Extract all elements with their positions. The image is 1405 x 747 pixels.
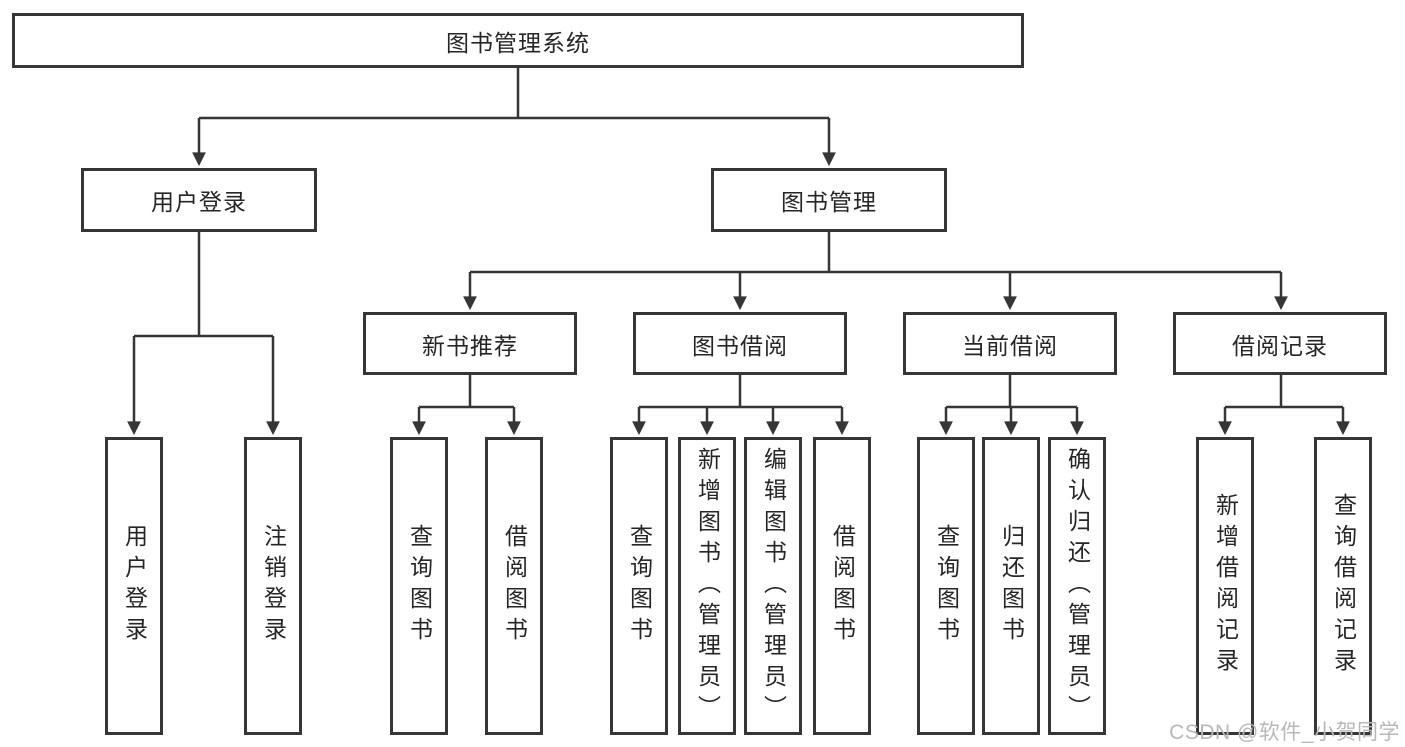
leaf-bookborrow-borrow-books-label: 借阅图书 — [829, 524, 856, 648]
leaf-bookborrow-add-books-admin: 新增图书（管理员） — [678, 437, 736, 735]
leaf-newbook-query-books-label: 查询图书 — [406, 524, 433, 648]
leaf-bookborrow-borrow-books: 借阅图书 — [813, 437, 871, 735]
leaf-newbook-borrow-books-label: 借阅图书 — [501, 524, 528, 648]
leaf-current-confirm-return-admin-label: 确认归还（管理员） — [1064, 446, 1091, 726]
leaf-newbook-query-books: 查询图书 — [390, 437, 448, 735]
leaf-logout-label: 注销登录 — [260, 524, 287, 648]
node-user-login-label: 用户登录 — [151, 189, 247, 215]
leaf-current-query-books: 查询图书 — [917, 437, 975, 735]
leaf-user-login: 用户登录 — [105, 437, 163, 735]
leaf-records-add-borrow-record-label: 新增借阅记录 — [1212, 493, 1239, 679]
leaf-bookborrow-query-books-label: 查询图书 — [626, 524, 653, 648]
node-root: 图书管理系统 — [12, 13, 1024, 68]
node-user-login: 用户登录 — [81, 168, 317, 232]
node-new-book-recommend-label: 新书推荐 — [422, 332, 518, 359]
leaf-logout: 注销登录 — [244, 437, 302, 735]
node-book-management: 图书管理 — [711, 168, 947, 232]
watermark: CSDN @软件_小贺同学 — [1169, 721, 1400, 744]
leaf-bookborrow-query-books: 查询图书 — [610, 437, 668, 735]
leaf-newbook-borrow-books: 借阅图书 — [485, 437, 543, 735]
leaf-current-confirm-return-admin: 确认归还（管理员） — [1048, 437, 1106, 735]
node-borrow-records: 借阅记录 — [1173, 312, 1387, 375]
node-book-management-label: 图书管理 — [781, 189, 877, 215]
leaf-bookborrow-add-books-admin-label: 新增图书（管理员） — [694, 446, 721, 726]
node-borrow-records-label: 借阅记录 — [1232, 332, 1328, 359]
node-book-borrow: 图书借阅 — [633, 312, 847, 375]
leaf-user-login-label: 用户登录 — [121, 524, 148, 648]
leaf-bookborrow-edit-books-admin-label: 编辑图书（管理员） — [760, 446, 787, 726]
node-book-borrow-label: 图书借阅 — [692, 332, 788, 359]
node-new-book-recommend: 新书推荐 — [363, 312, 577, 375]
leaf-bookborrow-edit-books-admin: 编辑图书（管理员） — [744, 437, 802, 735]
node-current-borrow-label: 当前借阅 — [962, 332, 1058, 359]
leaf-records-add-borrow-record: 新增借阅记录 — [1196, 437, 1254, 735]
leaf-current-return-books: 归还图书 — [982, 437, 1040, 735]
leaf-records-query-borrow-record-label: 查询借阅记录 — [1330, 493, 1357, 679]
node-current-borrow: 当前借阅 — [903, 312, 1117, 375]
leaf-records-query-borrow-record: 查询借阅记录 — [1314, 437, 1372, 735]
node-root-label: 图书管理系统 — [446, 29, 590, 56]
leaf-current-query-books-label: 查询图书 — [933, 524, 960, 648]
leaf-current-return-books-label: 归还图书 — [998, 524, 1025, 648]
